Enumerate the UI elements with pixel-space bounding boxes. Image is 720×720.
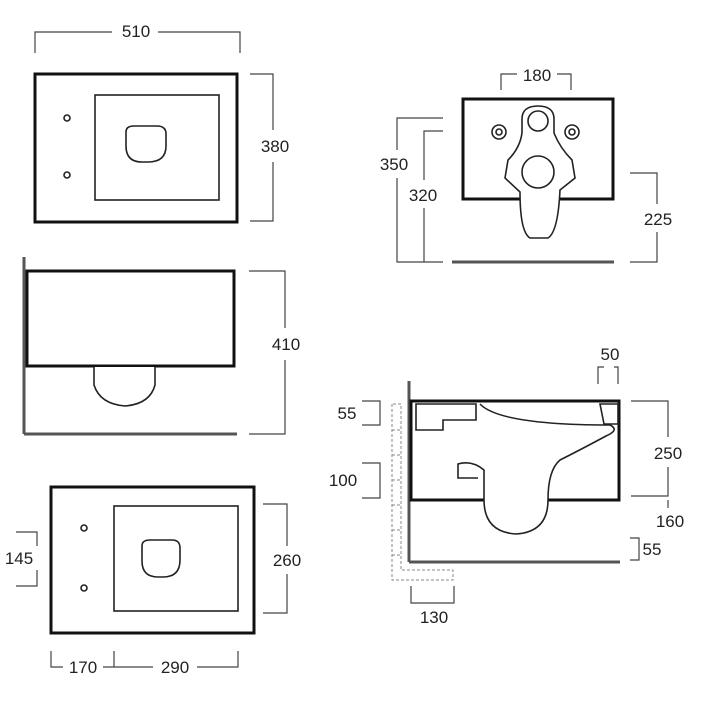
rear-view-fixing-hole-right-inner	[568, 128, 576, 136]
dim-line-320	[423, 130, 443, 262]
top-view: 510 380	[33, 22, 289, 224]
dim-label-510: 510	[122, 22, 150, 41]
dim-label-55-top: 55	[338, 404, 357, 423]
dim-label-380: 380	[261, 137, 289, 156]
dim-label-410: 410	[272, 335, 300, 354]
dim-line-50	[597, 366, 619, 384]
dim-label-160: 160	[656, 512, 684, 531]
top-view-fixing-hole-upper	[63, 114, 71, 122]
dim-line-260	[263, 503, 288, 614]
rear-view-waste-outlet	[521, 155, 555, 189]
plan-view-fixing-hole-lower	[80, 584, 88, 592]
dim-label-250: 250	[654, 444, 682, 463]
plan-view: 145 260 170 290	[5, 485, 301, 677]
section-view-concealed-frame	[391, 403, 454, 581]
rear-view: 180 350 320 225	[380, 66, 672, 264]
dim-line-145	[16, 531, 38, 587]
dim-label-180: 180	[523, 66, 551, 85]
rear-view-water-inlet	[527, 110, 549, 132]
dim-label-55-bottom: 55	[643, 540, 662, 559]
dim-label-260: 260	[273, 551, 301, 570]
dim-line-410	[249, 270, 286, 435]
side-elevation: 410	[22, 257, 300, 436]
section-view-inlet	[415, 403, 477, 431]
dim-label-225: 225	[644, 210, 672, 229]
top-view-bowl-opening	[125, 125, 167, 163]
section-view-front-rim	[599, 403, 619, 425]
plan-view-fixing-hole-upper	[80, 524, 88, 532]
dim-line-55-top	[362, 400, 381, 426]
dim-label-130: 130	[420, 608, 448, 627]
dim-label-170: 170	[69, 658, 97, 677]
dim-line-130	[410, 586, 455, 604]
top-view-fixing-hole-lower	[63, 171, 71, 179]
dim-label-290: 290	[161, 658, 189, 677]
dim-label-50: 50	[601, 345, 620, 364]
dim-line-380	[250, 73, 274, 222]
dim-line-510	[34, 31, 241, 53]
side-elevation-trap	[93, 367, 156, 407]
section-view-bowl-trap	[457, 403, 615, 535]
dim-line-350	[396, 117, 443, 263]
rear-view-fixing-hole-left-inner	[495, 128, 503, 136]
dim-line-170-290	[50, 651, 239, 668]
dim-label-350: 350	[380, 155, 408, 174]
side-elevation-body	[25, 269, 236, 368]
dim-label-100: 100	[329, 471, 357, 490]
plan-view-bowl-opening	[141, 539, 181, 578]
section-view: 50 55 100 250 160 55 130	[329, 345, 684, 627]
dim-line-100	[362, 462, 381, 499]
dim-line-225	[630, 172, 658, 263]
dim-line-55-bottom	[630, 537, 640, 561]
dim-line-180	[500, 73, 572, 90]
dim-label-145: 145	[5, 549, 33, 568]
section-view-frame-hatching	[392, 429, 401, 556]
dim-label-320: 320	[409, 186, 437, 205]
dim-line-250	[631, 400, 669, 497]
